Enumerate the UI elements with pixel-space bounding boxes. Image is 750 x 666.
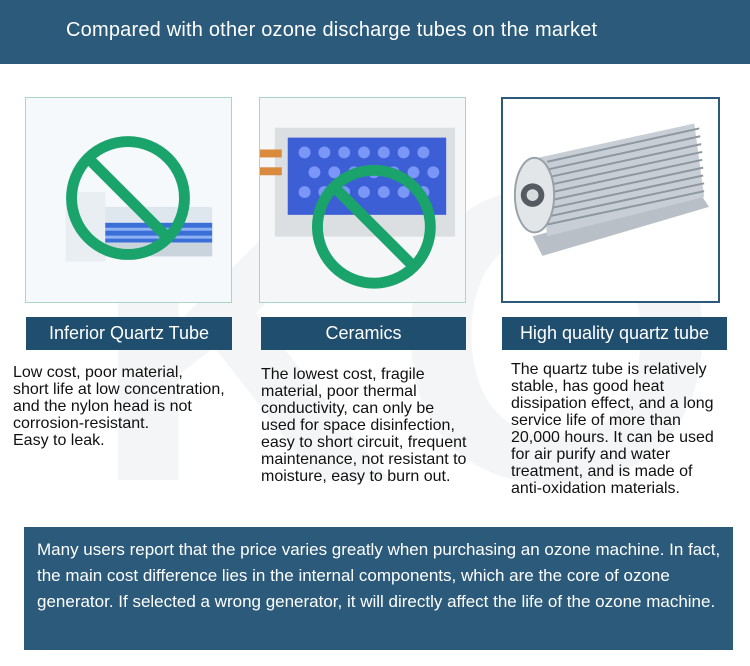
description-high-quality-quartz-tube: The quartz tube is relatively stable, ha… — [511, 361, 714, 497]
label-inferior-quartz-tube: Inferior Quartz Tube — [26, 317, 232, 350]
footer-text: Many users report that the price varies … — [37, 540, 721, 611]
prohibited-icon — [311, 164, 436, 289]
page-title: Compared with other ozone discharge tube… — [66, 18, 598, 41]
footer-note: Many users report that the price varies … — [24, 527, 733, 650]
ceramics-image — [259, 97, 466, 303]
label-text: High quality quartz tube — [519, 323, 710, 343]
prohibited-icon — [66, 136, 190, 260]
label-high-quality-quartz-tube: High quality quartz tube — [502, 317, 727, 350]
label-text: Ceramics — [325, 323, 402, 343]
inferior-quartz-tube-image — [25, 97, 232, 303]
high-quality-quartz-tube-image — [501, 97, 720, 303]
label-text: Inferior Quartz Tube — [48, 323, 210, 343]
description-inferior-quartz-tube: Low cost, poor material, short life at l… — [13, 364, 225, 449]
label-ceramics: Ceramics — [261, 317, 466, 350]
header-banner: Compared with other ozone discharge tube… — [0, 0, 750, 64]
description-ceramics: The lowest cost, fragile material, poor … — [261, 366, 467, 485]
